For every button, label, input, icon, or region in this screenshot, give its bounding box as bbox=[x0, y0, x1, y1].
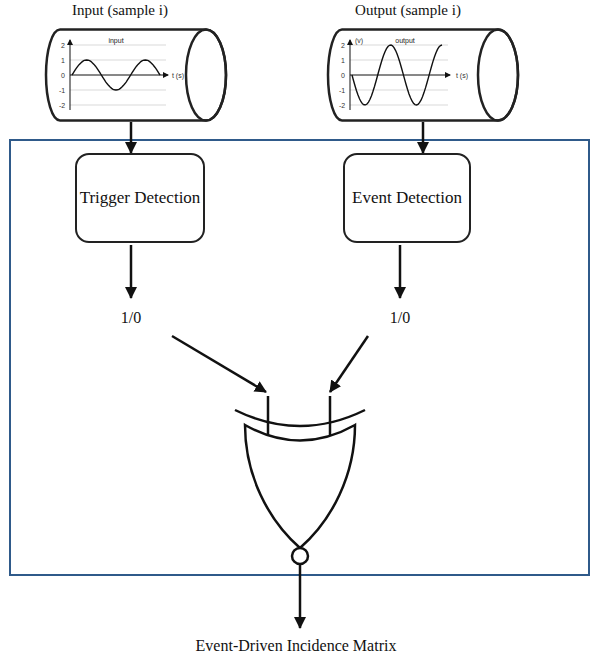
axis-tick: 0 bbox=[341, 72, 345, 79]
axis-unit: (v) bbox=[355, 37, 363, 44]
cylinder-heading: Output (sample i) bbox=[355, 2, 461, 19]
plot-title: input bbox=[108, 37, 123, 44]
x-axis bbox=[70, 75, 168, 76]
signal-wave bbox=[72, 60, 160, 90]
grid-line bbox=[350, 90, 448, 91]
axis-tick: 2 bbox=[61, 42, 65, 49]
plot-title: output bbox=[395, 37, 414, 44]
cylinder-body bbox=[46, 30, 226, 121]
box-label: Event Detection bbox=[352, 182, 462, 214]
cylinder-heading: Input (sample i) bbox=[72, 2, 168, 19]
cylinder-end bbox=[478, 30, 518, 121]
edge-layer bbox=[131, 122, 423, 153]
axis-tick: 1 bbox=[61, 57, 65, 64]
data-cylinder: Input (sample i)input bbox=[44, 28, 228, 122]
grid-line bbox=[70, 45, 166, 46]
system-frame bbox=[10, 140, 589, 575]
signal-value: 1/0 bbox=[390, 309, 410, 327]
cylinder-outline bbox=[44, 28, 228, 122]
axis-tick: 2 bbox=[341, 42, 345, 49]
process-box: Event Detection bbox=[343, 153, 471, 243]
xnor-gate bbox=[235, 396, 365, 628]
axis-tick: -2 bbox=[59, 102, 65, 109]
signal-value: 1/0 bbox=[121, 309, 141, 327]
x-axis bbox=[350, 75, 450, 76]
axis-tick: 0 bbox=[61, 72, 65, 79]
box-label: Trigger Detection bbox=[80, 182, 201, 214]
axis-tick: -1 bbox=[59, 87, 65, 94]
flow-arrow bbox=[422, 122, 425, 153]
process-box: Trigger Detection bbox=[75, 153, 205, 243]
cylinder-end bbox=[186, 30, 226, 121]
grid-line bbox=[350, 45, 448, 46]
signal-plots bbox=[70, 40, 450, 110]
grid-line bbox=[70, 105, 166, 106]
axis-tick: -1 bbox=[339, 87, 345, 94]
output-label: Event-Driven Incidence Matrix bbox=[196, 637, 397, 655]
detection-arrows bbox=[131, 245, 400, 392]
axis-tick: 1 bbox=[341, 57, 345, 64]
signal-wave bbox=[352, 45, 442, 105]
axis-unit: t (s) bbox=[456, 72, 468, 79]
flow-arrow bbox=[130, 122, 133, 153]
axis-unit: t (s) bbox=[172, 72, 184, 79]
cylinder-body bbox=[328, 30, 518, 121]
axis-tick: -2 bbox=[339, 102, 345, 109]
